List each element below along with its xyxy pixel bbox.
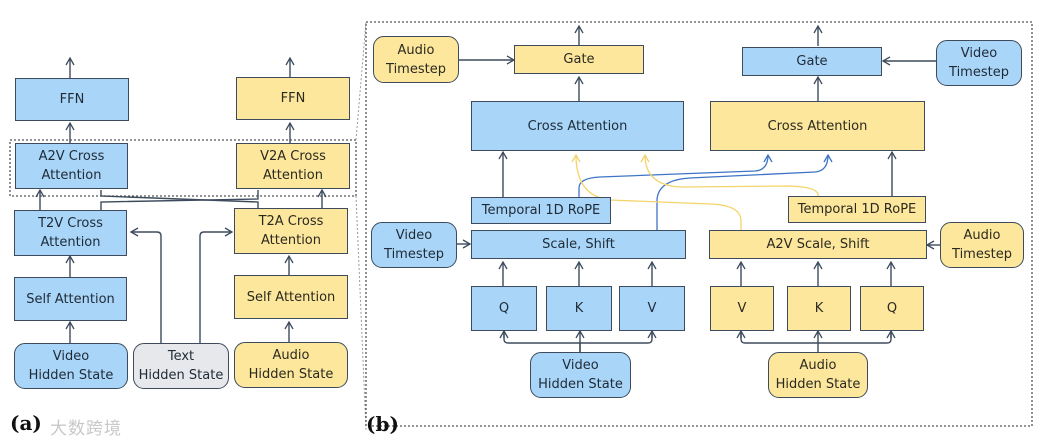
b-video-branch-gate: Gate [514,45,644,74]
b-video-k: K [546,286,612,331]
a-t2v-cross-attention: T2V Cross Attention [14,210,127,256]
b-audio-timestep-gate-input: Audio Timestep [373,36,459,83]
b-audio-branch-cross-attention: Cross Attention [710,101,925,151]
panel-b-label: (b) [366,412,399,436]
wire-t2v-to-v2a [100,190,259,210]
a-zoom-connector [355,21,367,141]
a-audio-hidden-state: Audio Hidden State [234,342,348,388]
wire-t2a-to-a2v [100,190,259,210]
wire-audio-v-to-video-cross [571,153,742,230]
a-t2a-cross-attention: T2A Cross Attention [234,208,348,254]
a-v2a-cross-attention: V2A Cross Attention [236,143,350,189]
b-audio-k: K [787,286,851,331]
b-video-timestep-scale-input: Video Timestep [371,222,457,268]
wire-audio-k-to-video-cross [640,153,819,196]
a-a2v-cross-attention: A2V Cross Attention [15,143,128,189]
b-video-branch-cross-attention: Cross Attention [471,101,684,151]
b-audio-q: Q [860,286,924,331]
a-text-hidden-state: Text Hidden State [133,343,229,389]
b-video-timestep-gate-input: Video Timestep [936,40,1022,86]
a-zoom-connector-bottom [355,195,367,431]
a-audio-self-attention: Self Attention [234,275,348,319]
b-video-hidden-state: Video Hidden State [530,352,631,398]
b-audio-branch-gate: Gate [742,47,882,76]
arrow-text-to-t2a [199,227,234,343]
b-audio-branch-scale-shift: A2V Scale, Shift [709,230,927,259]
b-detail-frame [365,21,1033,427]
wire-video-k-to-audio-cross [578,153,773,197]
wire-video-hidden-to-qkv [503,331,653,352]
a-video-self-attention: Self Attention [14,277,127,321]
watermark: 大数跨境 [50,419,122,439]
a-video-hidden-state: Video Hidden State [14,343,128,389]
b-video-branch-rope: Temporal 1D RoPE [471,197,611,224]
a-cross-attention-group [9,139,357,197]
panel-a-label: (a) [10,411,42,435]
b-audio-branch-rope: Temporal 1D RoPE [788,196,926,223]
a-video-ffn: FFN [15,78,129,121]
b-video-q: Q [471,286,537,331]
b-audio-hidden-state: Audio Hidden State [768,352,868,398]
arrow-text-to-t2v [129,227,162,343]
b-video-branch-scale-shift: Scale, Shift [471,230,686,259]
wire-video-v-to-audio-cross [656,153,833,230]
b-audio-timestep-scale-input: Audio Timestep [940,222,1024,268]
a-audio-ffn: FFN [236,77,350,120]
b-video-v: V [619,286,685,331]
wire-audio-hidden-to-vkq [740,331,892,344]
b-audio-v: V [710,286,774,331]
